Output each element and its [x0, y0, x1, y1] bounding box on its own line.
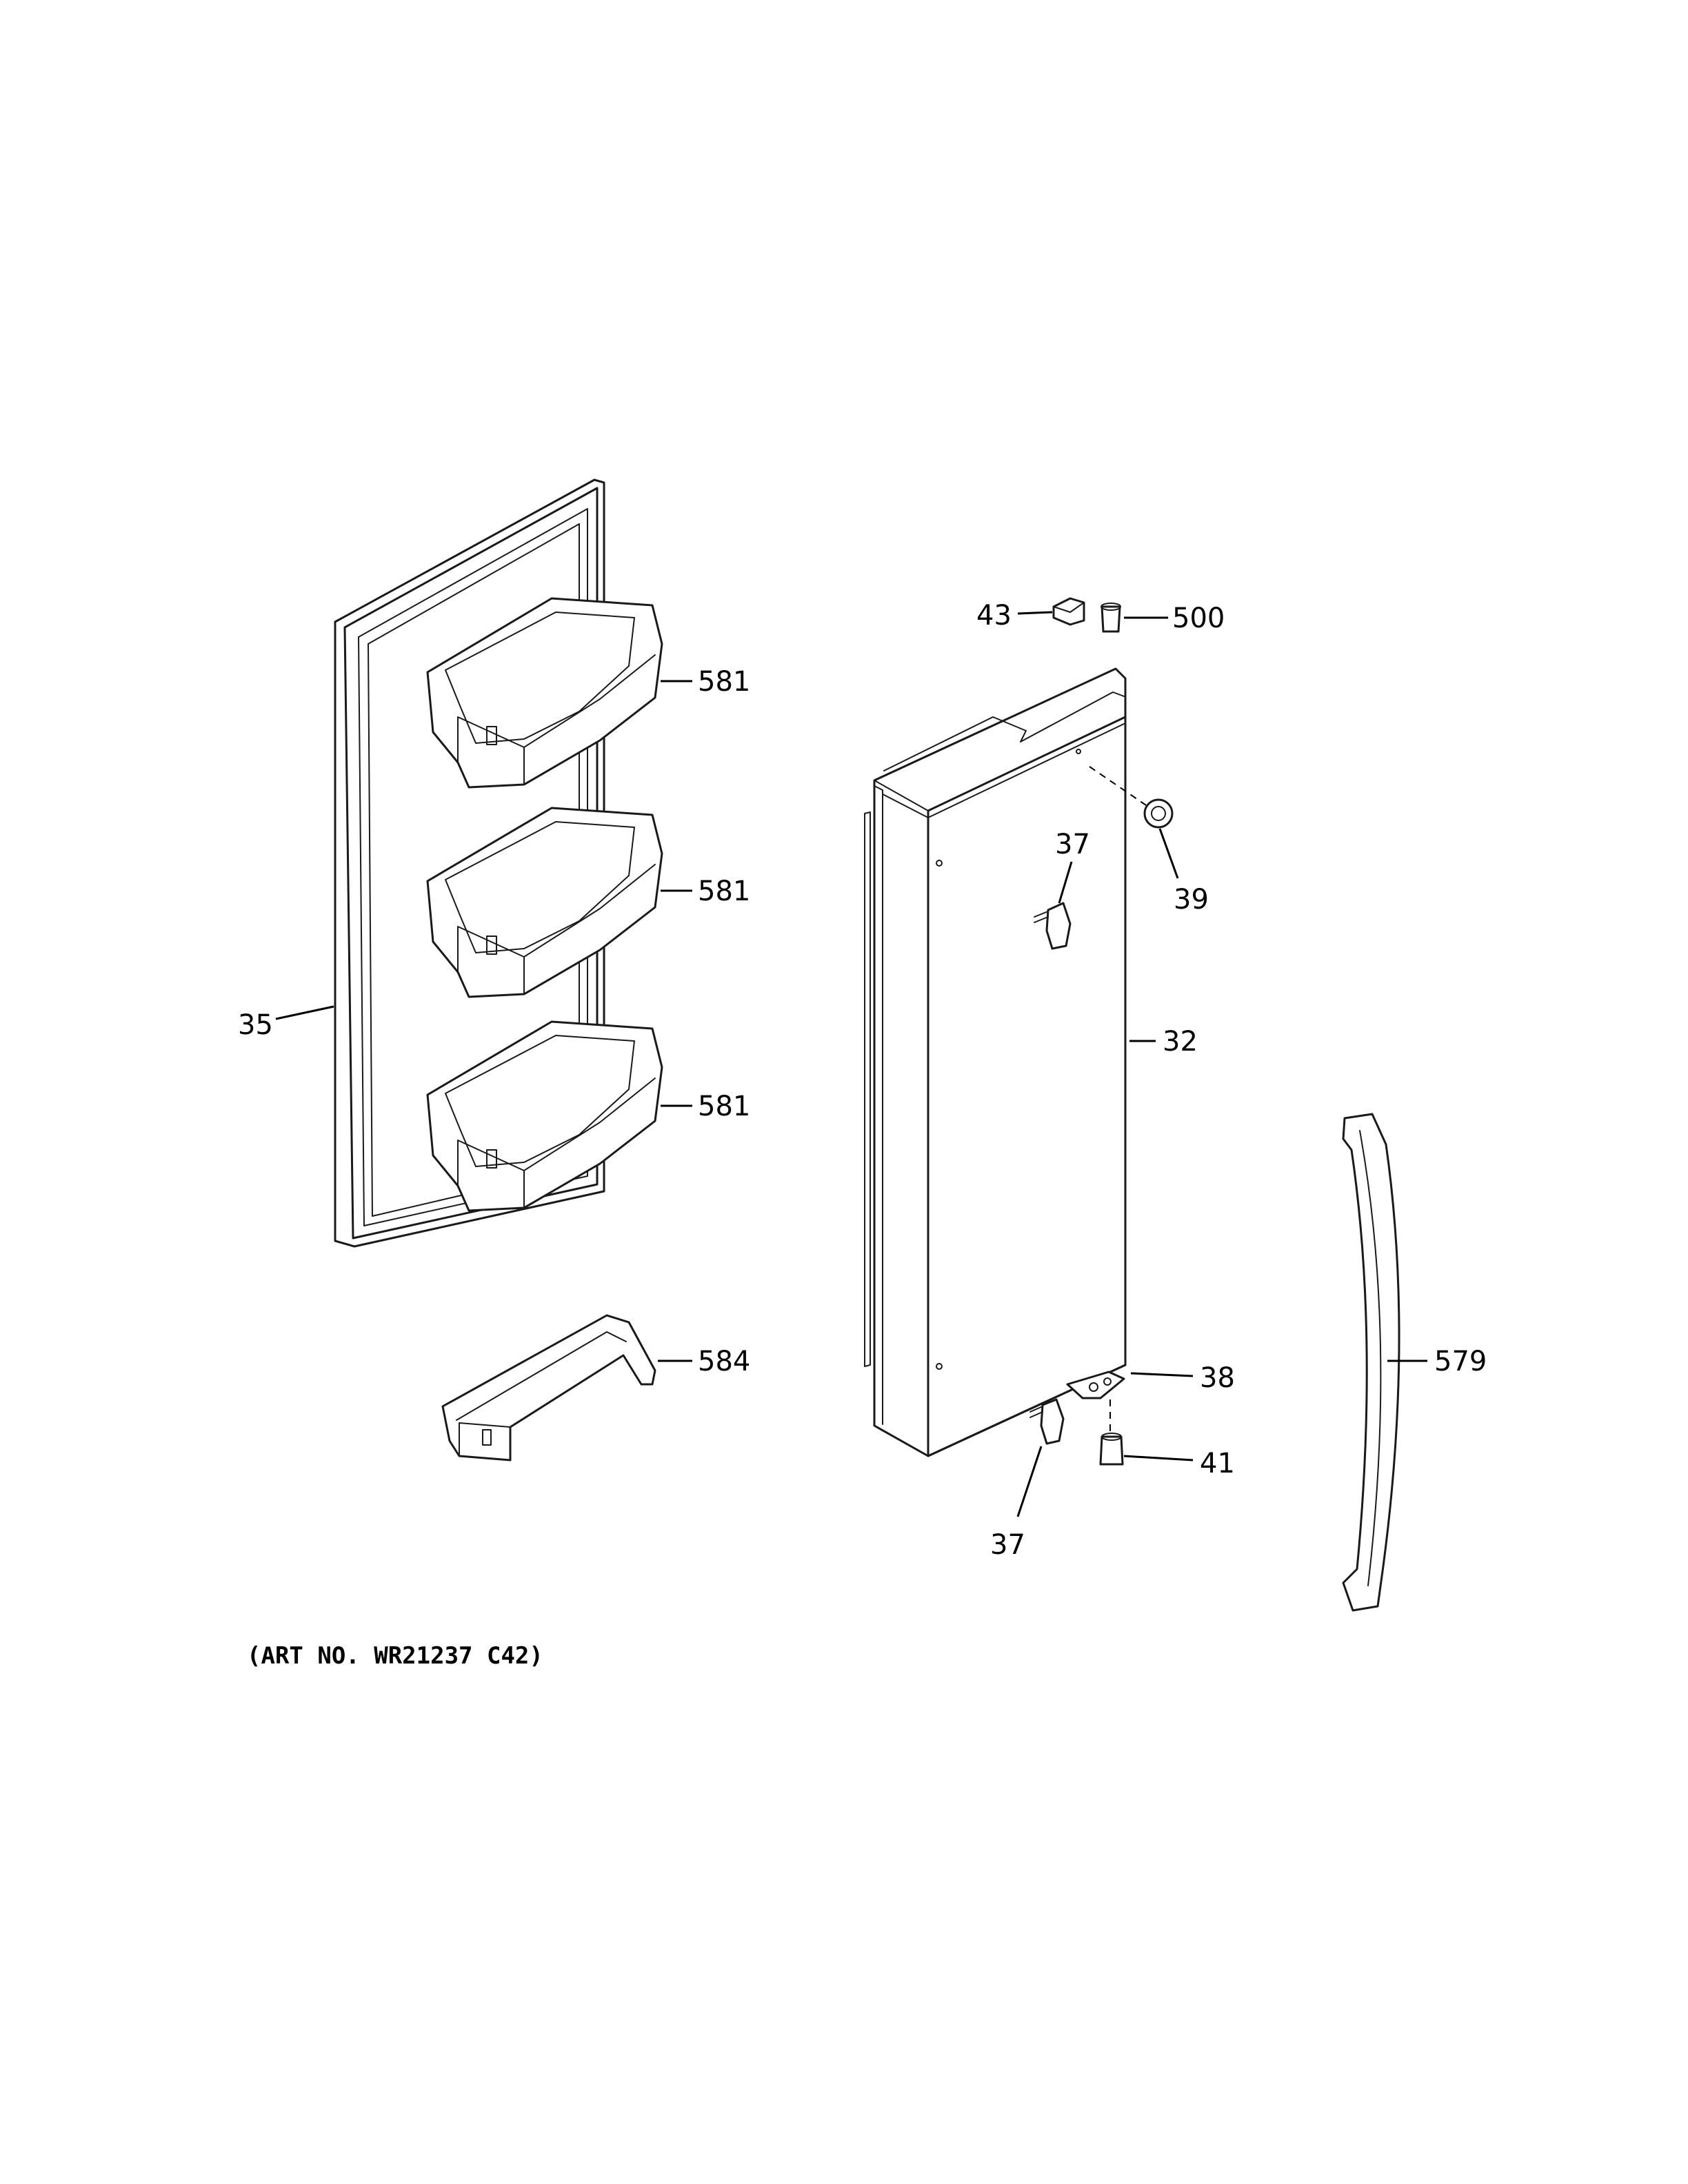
callout-39: 39: [1174, 884, 1209, 916]
door-gasket: [334, 478, 605, 1248]
door-handle: [1342, 1113, 1400, 1612]
door-assembly: [864, 667, 1127, 1457]
callout-35: 35: [238, 1009, 273, 1041]
callout-584: 584: [698, 1346, 750, 1377]
callout-581-bottom: 581: [698, 1091, 750, 1122]
hinge-cover: [1052, 597, 1085, 626]
callout-38: 38: [1200, 1362, 1235, 1394]
callout-32: 32: [1163, 1026, 1198, 1058]
callout-43: 43: [976, 600, 1012, 631]
leader-lines: [275, 611, 1427, 1517]
callout-579: 579: [1434, 1346, 1487, 1377]
door-hinge-bracket-bottom: [1029, 1398, 1065, 1445]
art-number: (ART NO. WR21237 C42): [247, 1642, 543, 1670]
callout-37-top: 37: [1055, 829, 1090, 860]
door-bin-bottom: [426, 1020, 663, 1212]
door-bin-top: [426, 597, 663, 789]
door-hinge-bracket-top: [1034, 902, 1072, 950]
door-bin-middle: [426, 807, 663, 998]
callout-41: 41: [1200, 1448, 1235, 1479]
hinge-plate: [1066, 1371, 1125, 1399]
callout-581-middle: 581: [698, 876, 750, 907]
hinge-bushing-top: [1101, 603, 1121, 633]
dairy-bin: [441, 1314, 656, 1462]
hinge-bushing-bottom: [1099, 1433, 1124, 1466]
callout-37-bottom: 37: [990, 1529, 1025, 1561]
callout-581-top: 581: [698, 666, 750, 698]
callout-500: 500: [1172, 603, 1225, 634]
door-plug: [1143, 798, 1174, 829]
